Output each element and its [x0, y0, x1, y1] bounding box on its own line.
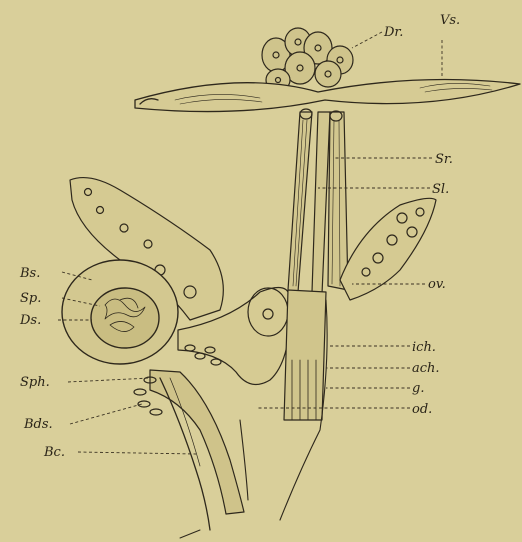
- bursa-sac: [62, 260, 178, 364]
- label-sl: Sl.: [432, 182, 449, 197]
- glandular-cluster: [262, 28, 353, 91]
- label-bs: Bs.: [19, 266, 40, 281]
- label-ich: ich.: [412, 340, 436, 355]
- label-vs: Vs.: [440, 13, 460, 28]
- label-g: g.: [412, 381, 424, 396]
- label-sp: Sp.: [20, 291, 41, 306]
- label-od: od.: [412, 402, 432, 417]
- label-dr: Dr.: [383, 25, 403, 40]
- label-bds: Bds.: [23, 417, 53, 432]
- label-ov: ov.: [428, 277, 446, 292]
- label-sph: Sph.: [20, 375, 50, 390]
- label-sr: Sr.: [435, 152, 453, 167]
- label-ach: ach.: [412, 361, 440, 376]
- lower-ducts: [134, 345, 244, 538]
- label-bc: Bc.: [43, 445, 65, 460]
- seminal-tubes: [288, 109, 348, 294]
- label-ds: Ds.: [19, 313, 41, 328]
- ovary-branch: [340, 198, 436, 300]
